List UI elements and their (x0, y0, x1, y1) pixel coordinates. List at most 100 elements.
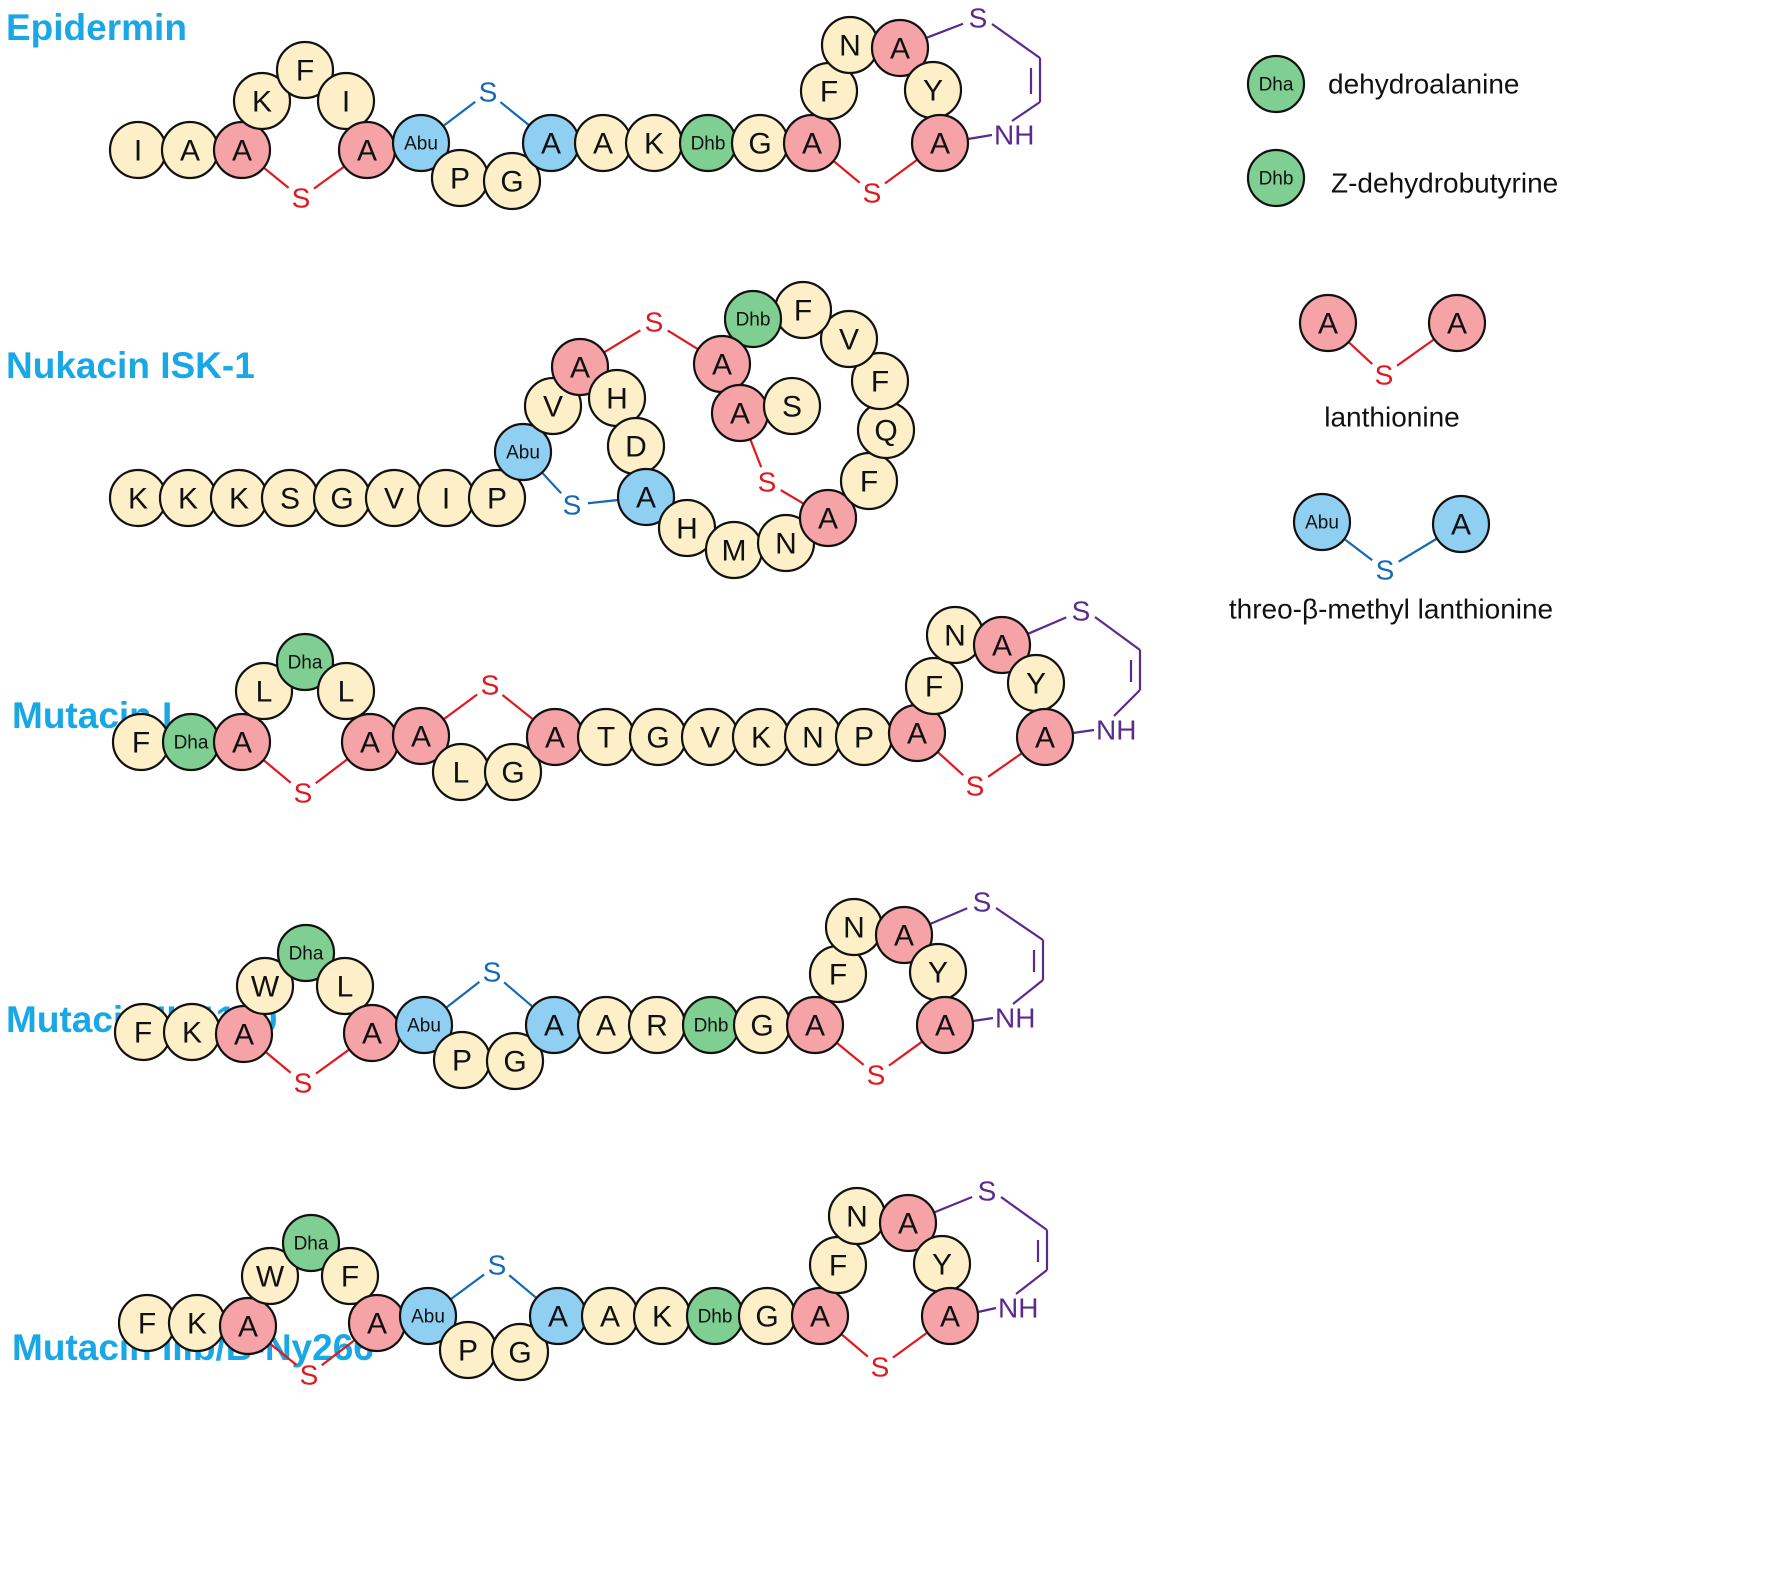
residue-label: N (775, 528, 797, 561)
residue-label: A (238, 1311, 258, 1344)
lanthionine-bridge: S (936, 751, 1023, 802)
residue-circle (490, 1322, 550, 1382)
residue-label: A (712, 349, 732, 382)
residue-i: I (108, 120, 168, 180)
lanthionine-bridge: S (840, 1331, 929, 1383)
residue-circle (275, 632, 335, 692)
residue-label: Abu (411, 1307, 445, 1328)
bond-line (749, 438, 763, 468)
residue-f: F (808, 1235, 868, 1295)
residue-label: Dha (289, 944, 324, 965)
legend-methyl-lanthionine-left: Abu (1292, 492, 1352, 552)
lanthionine-bridge: S (264, 1048, 350, 1099)
residue-circle (850, 351, 910, 411)
residue-label: F (132, 727, 150, 760)
residue-circle (212, 712, 272, 772)
residue-label: N (846, 1201, 868, 1234)
sulfur-label: S (758, 467, 777, 498)
residue-n: N (820, 15, 880, 75)
residue-a: A (573, 113, 633, 173)
sulfur-label: S (867, 1060, 886, 1091)
residue-a: A (616, 467, 676, 527)
residue-label: H (676, 513, 698, 546)
nh-label: NH (1096, 715, 1136, 746)
residue-a: A (576, 995, 636, 1055)
residue-label: G (755, 1301, 778, 1334)
residue-label: I (442, 483, 450, 516)
sulfur-label: S (1072, 596, 1091, 627)
bond-line (936, 751, 964, 777)
residue-t: T (576, 707, 636, 767)
sulfur-label: S (292, 183, 311, 214)
bond-line (892, 1331, 929, 1359)
lanthionine-bridge: S (262, 758, 349, 809)
residue-label: P (450, 163, 470, 196)
sulfur-label: S (871, 1352, 890, 1383)
residue-label: Dhb (1259, 169, 1294, 190)
residue-label: Abu (1305, 513, 1339, 534)
residue-label: R (646, 1010, 668, 1043)
residue-label: S (280, 483, 300, 516)
residue-label: Dha (174, 733, 209, 754)
residue-a: A (340, 712, 400, 772)
residue-label: Dhb (698, 1307, 733, 1328)
residue-label: G (501, 757, 524, 790)
bond-line (1113, 689, 1141, 717)
residue-k: K (158, 468, 218, 528)
residue-circle (391, 113, 451, 173)
residue-g: G (628, 707, 688, 767)
sulfur-label: S (488, 1250, 507, 1281)
sulfur-label: S (969, 3, 988, 34)
residue-circle (1015, 707, 1075, 767)
residue-label: V (543, 391, 563, 424)
residue-label: F (138, 1308, 156, 1341)
residue-circle (910, 113, 970, 173)
sulfur-label: S (973, 887, 992, 918)
residue-p: P (438, 1320, 498, 1380)
residue-d: D (606, 416, 666, 476)
residue-circle (1292, 492, 1352, 552)
residue-g: G (482, 151, 542, 211)
sulfur-label: S (978, 1176, 997, 1207)
lanthionine-bridge: S (749, 438, 805, 505)
residue-label: A (545, 722, 565, 755)
nh-label: NH (994, 120, 1034, 151)
residue-label: H (606, 383, 628, 416)
residue-label: Abu (506, 443, 540, 464)
residue-a: A (347, 1293, 407, 1353)
residue-label: W (256, 1261, 285, 1294)
methyl-lanthionine-bridge: S (442, 77, 530, 127)
lanthionine-bridge: S (603, 307, 699, 354)
residue-circle (1427, 293, 1487, 353)
residue-a: A (782, 113, 842, 173)
residue-label: A (1447, 308, 1467, 341)
residue-label: A (935, 1010, 955, 1043)
residue-a: A (798, 488, 858, 548)
residue-label: Y (923, 75, 943, 108)
residue-label: P (458, 1335, 478, 1368)
bond-line (1011, 101, 1041, 122)
residue-g: G (737, 1286, 797, 1346)
sulfur-label: S (645, 307, 664, 338)
residue-v: V (364, 468, 424, 528)
bond-line (987, 752, 1023, 778)
residue-label: Y (1026, 668, 1046, 701)
residue-circle (493, 422, 553, 482)
residue-l: L (315, 956, 375, 1016)
bond-line (269, 1342, 298, 1366)
residue-label: Abu (404, 134, 438, 155)
residue-k: K (167, 1293, 227, 1353)
residue-circle (485, 1031, 545, 1091)
residue-label: P (452, 1045, 472, 1078)
residue-label: M (722, 535, 747, 568)
residue-m: M (704, 520, 764, 580)
residue-k: K (632, 1286, 692, 1346)
bond-line (840, 1333, 869, 1358)
residue-label: K (187, 1308, 207, 1341)
residue-label: F (860, 466, 878, 499)
residue-label: A (234, 1019, 254, 1052)
